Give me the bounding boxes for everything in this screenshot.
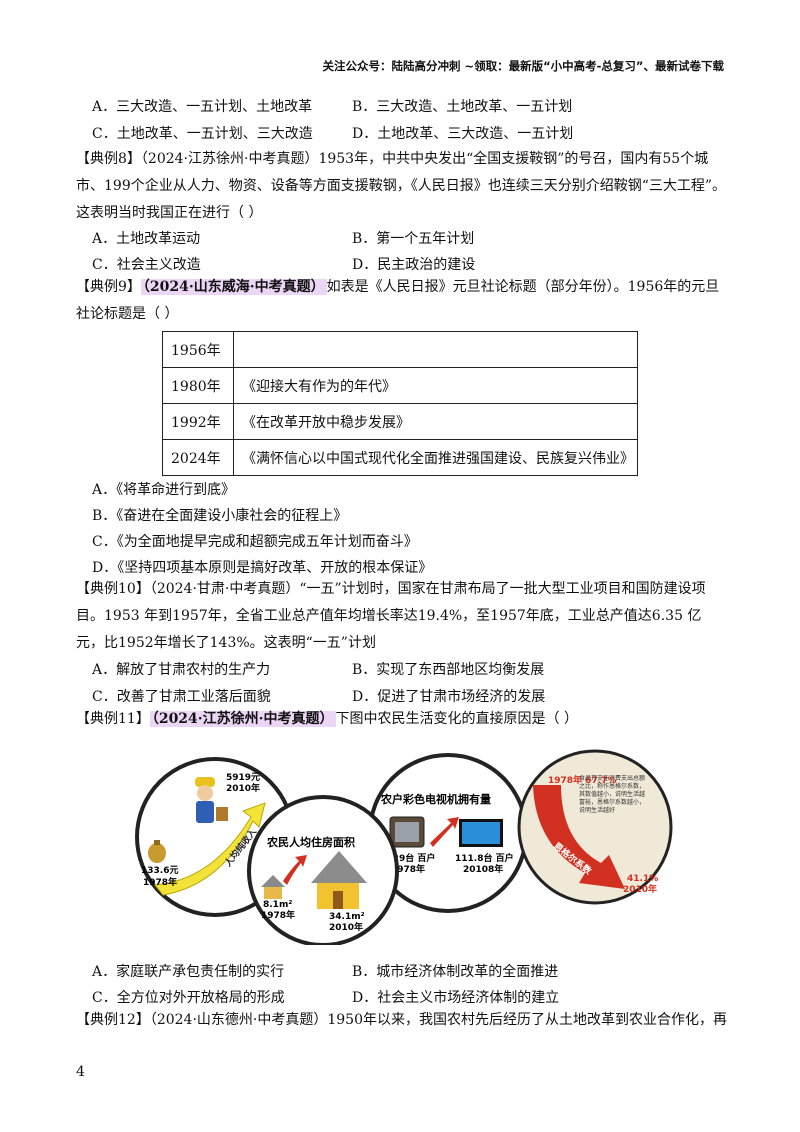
question-9-text: 如表是《人民日报》元旦社论标题（部分年份）。1956年的元旦社论标题是（ ） [76,279,720,322]
editorial-table: 1956年 1980年《迎接大有作为的年代》 1992年《在改革开放中稳步发展》… [162,331,638,476]
question-11: 【典例11】（2024·江苏徐州·中考真题）下图中农民生活变化的直接原因是（ ） [76,706,728,733]
page-number: 4 [76,1064,85,1080]
engel-arrow [533,785,625,889]
question-12: 【典例12】（2024·山东德州·中考真题）1950年以来，我国农村先后经历了从… [76,1007,728,1034]
question-9-label: 【典例9】 [76,279,141,295]
tv-arrow [430,817,459,847]
q10-option-b: B．实现了东西部地区均衡发展 [352,662,545,678]
big-house-icon [311,851,367,909]
table-row: 1980年《迎接大有作为的年代》 [162,367,638,404]
q11-option-d: D．社会主义市场经济体制的建立 [352,990,560,1006]
q7-option-b: B．三大改造、土地改革、一五计划 [352,99,573,115]
question-8-text: （2024·江苏徐州·中考真题）1953年，中共中央发出“全国支援鞍钢”的号召，… [76,151,727,221]
q10-option-c: C．改善了甘肃工业落后面貌 [92,689,271,705]
table-row: 1956年 [162,331,638,368]
question-11-text: 下图中农民生活变化的直接原因是（ ） [335,711,578,727]
tv-right-year: 20108年 [463,863,503,875]
question-9: 【典例9】（2024·山东威海·中考真题）如表是《人民日报》元旦社论标题（部分年… [76,274,728,328]
engel-note: 食品开支在消费支出总额之比，称作恩格尔系数，其数值越小，说明生活越富裕，恩格尔系… [579,775,645,814]
income-top-year: 2010年 [226,782,260,794]
question-10-text: （2024·甘肃·中考真题）“一五”计划时，国家在甘肃布局了一批大型工业项目和国… [76,581,706,651]
q9-option-c: C．《为全面地提早完成和超额完成五年计划而奋斗》 [92,534,418,550]
table-row: 1992年《在改革开放中稳步发展》 [162,403,638,440]
q11-option-a: A．家庭联产承包责任制的实行 [92,964,285,980]
q8-option-a: A．土地改革运动 [92,231,201,247]
q8-option-c: C．社会主义改造 [92,257,201,273]
table-year: 1980年 [162,367,234,404]
engel-bottom-value: 41.1% [627,874,658,884]
tv-title: 农户彩色电视机拥有量 [380,792,491,806]
question-11-label: 【典例11】 [76,711,150,727]
question-8: 【典例8】（2024·江苏徐州·中考真题）1953年，中共中央发出“全国支援鞍钢… [76,146,728,227]
table-title [233,331,638,368]
table-title: 《满怀信心以中国式现代化全面推进强国建设、民族复兴伟业》 [233,439,638,476]
housing-arrow [283,855,307,885]
q7-option-a: A．三大改造、一五计划、土地改革 [92,99,313,115]
farmer-life-figure: 人均纯收入 5919元 2010年 133.6元 1978年 农户彩色电视机拥有… [135,749,673,945]
question-10-label: 【典例10】 [76,581,150,597]
table-title: 《在改革开放中稳步发展》 [233,403,638,440]
question-8-label: 【典例8】 [76,151,141,167]
flat-tv-icon [459,819,503,847]
tv-right-value: 111.8台 百户 [455,852,514,864]
housing-title: 农民人均住房面积 [266,835,355,849]
q9-option-a: A．《将革命进行到底》 [92,482,236,498]
q7-option-d: D．土地改革、三大改造、一五计划 [352,126,574,142]
table-row: 2024年《满怀信心以中国式现代化全面推进强国建设、民族复兴伟业》 [162,439,638,476]
table-year: 1992年 [162,403,234,440]
q11-option-b: B．城市经济体制改革的全面推进 [352,964,559,980]
q7-option-c: C．土地改革、一五计划、三大改造 [92,126,313,142]
farmer-icon [195,777,228,823]
old-tv-icon [389,816,425,848]
housing-small-value: 8.1m² [263,900,292,910]
small-house-icon [261,875,285,899]
q8-option-d: D．民主政治的建设 [352,257,476,273]
engel-bottom-year: 2010年 [623,883,657,895]
housing-big-year: 2010年 [329,921,363,933]
question-12-text: （2024·山东德州·中考真题）1950年以来，我国农村先后经历了从土地改革到农… [149,1012,727,1028]
question-9-source: （2024·山东威海·中考真题） [140,279,327,295]
income-arrow [154,802,266,896]
question-10: 【典例10】（2024·甘肃·中考真题）“一五”计划时，国家在甘肃布局了一批大型… [76,576,728,657]
housing-small-year: 1978年 [261,909,295,921]
question-11-source: （2024·江苏徐州·中考真题） [149,711,336,727]
table-year: 2024年 [162,439,234,476]
question-12-label: 【典例12】 [76,1012,150,1028]
income-bottom-value: 133.6元 [141,865,178,876]
table-year: 1956年 [162,331,234,368]
tv-left-year: 1978年 [391,863,425,875]
engel-top-value: 1978年 67.7% [548,774,616,786]
q10-option-a: A．解放了甘肃农村的生产力 [92,662,271,678]
money-bag-icon [148,840,166,863]
income-top-value: 5919元 [226,772,260,783]
q8-option-b: B．第一个五年计划 [352,231,475,247]
housing-big-value: 34.1m² [329,912,365,922]
q9-option-b: B．《奋进在全面建设小康社会的征程上》 [92,508,348,524]
q9-option-d: D．《坚持四项基本原则是搞好改革、开放的根本保证》 [92,560,433,576]
income-bottom-year: 1978年 [143,876,177,888]
page-header: 关注公众号：陆陆高分冲刺 ~领取：最新版“小中高考-总复习”、最新试卷下载 [322,59,724,73]
q11-option-c: C．全方位对外开放格局的形成 [92,990,285,1006]
table-title: 《迎接大有作为的年代》 [233,367,638,404]
q10-option-d: D．促进了甘肃市场经济的发展 [352,689,546,705]
